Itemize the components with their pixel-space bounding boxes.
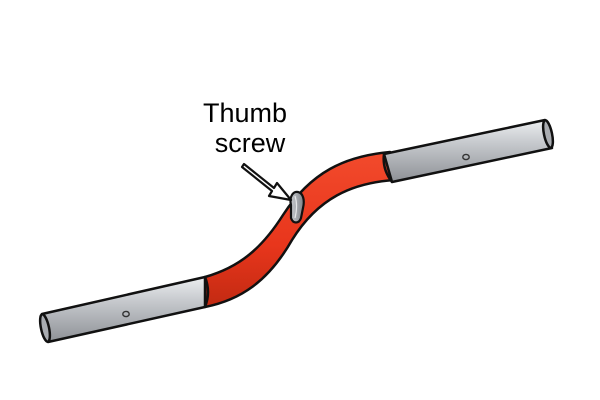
red-bend-tube (203, 150, 396, 309)
label-line-2: screw (215, 128, 286, 158)
thumb-screw-icon (289, 190, 305, 224)
left-joint-edge (203, 276, 210, 308)
right-rivet-hole (462, 153, 470, 161)
callout-arrow (240, 162, 293, 202)
right-steel-handle (382, 118, 555, 184)
left-tube-end-cap (38, 313, 52, 343)
label-line-1: Thumb (203, 98, 287, 128)
left-rivet-hole (122, 310, 130, 318)
right-tube-end-cap (541, 119, 555, 149)
right-joint-edge (382, 153, 394, 183)
left-steel-handle (38, 275, 210, 344)
thumb-screw-label: Thumb screw (203, 98, 287, 158)
